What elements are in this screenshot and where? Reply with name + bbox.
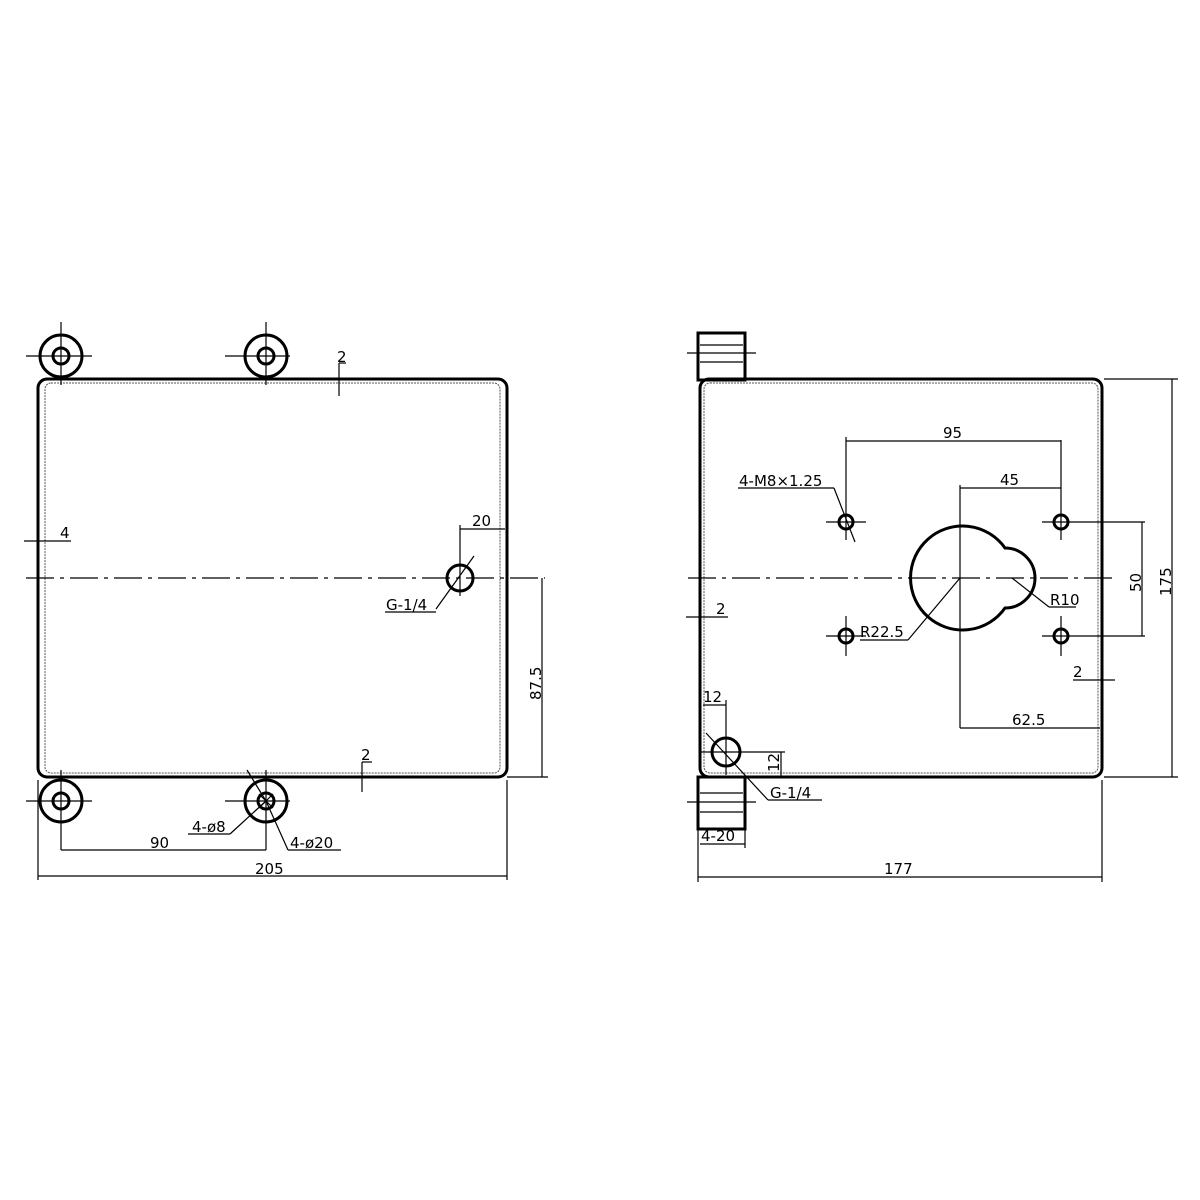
callout-ear: 4-ø20 <box>290 834 333 852</box>
keyhole-cutout <box>909 524 1037 632</box>
dim-overall-width: 177 <box>884 860 913 878</box>
ear-bottom-right <box>225 770 290 850</box>
dim-top-wall: 2 <box>337 348 347 366</box>
dim-port-height: 87.5 <box>527 667 545 700</box>
right-view: 95 45 4-M8×1.25 50 175 2 2 R22.5 R10 62.… <box>686 331 1178 882</box>
dim-flange: 4-20 <box>701 827 735 845</box>
left-view: 2 2 4 20 87.5 G-1/4 4-ø8 4-ø20 90 205 <box>24 322 548 880</box>
dim-port-x: 12 <box>703 688 722 706</box>
callout-port: G-1/4 <box>770 784 811 802</box>
flange-bottom <box>696 775 747 831</box>
ear-top-left <box>26 322 92 385</box>
dim-hole-offset: 45 <box>1000 471 1019 489</box>
callout-big-radius: R22.5 <box>860 623 904 641</box>
dim-left-wall: 2 <box>716 600 726 618</box>
ear-top-right <box>225 322 290 385</box>
dim-hole-spacing-y: 50 <box>1127 573 1145 592</box>
mounting-holes <box>826 440 1145 656</box>
dim-overall-width: 205 <box>255 860 284 878</box>
dim-bottom-wall: 2 <box>361 746 371 764</box>
dim-port-offset: 20 <box>472 512 491 530</box>
flange-top <box>696 331 747 382</box>
mounting-ears <box>26 322 290 850</box>
dim-side-wall: 4 <box>60 524 70 542</box>
ear-bottom-left <box>26 770 92 850</box>
callout-thread: 4-M8×1.25 <box>739 472 822 490</box>
callout-small-radius: R10 <box>1050 591 1080 609</box>
dim-right-wall: 2 <box>1073 663 1083 681</box>
callout-hole: 4-ø8 <box>192 818 226 836</box>
dim-ear-spacing: 90 <box>150 834 169 852</box>
dim-center-offset: 62.5 <box>1012 711 1045 729</box>
dim-hole-spacing-x: 95 <box>943 424 962 442</box>
dim-port-y: 12 <box>765 753 783 772</box>
callout-port: G-1/4 <box>386 596 427 614</box>
dim-overall-height: 175 <box>1157 567 1175 596</box>
